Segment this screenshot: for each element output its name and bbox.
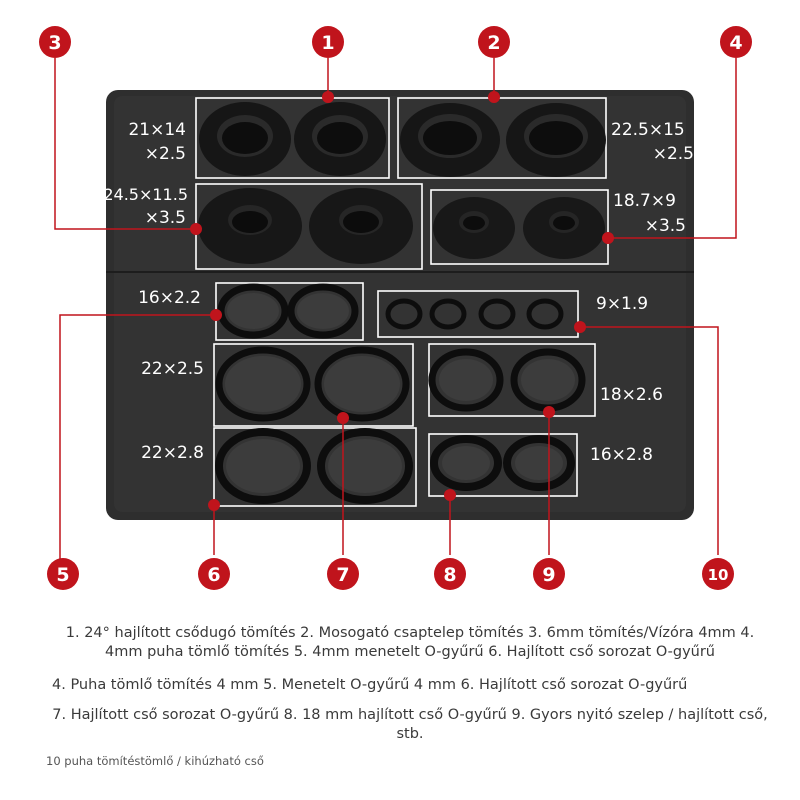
box-4 (430, 189, 609, 265)
caption-line-3: 7. Hajlított cső sorozat O-gyűrű 8. 18 m… (52, 707, 768, 742)
leader-dots (190, 91, 614, 511)
box-6 (213, 427, 417, 507)
badge-3: 3 (39, 26, 71, 58)
badge-6-label: 6 (207, 564, 220, 586)
size-labels: 21×14 ×2.5 22.5×15 ×2.5 24.5×11.5 ×3.5 1… (103, 120, 694, 465)
badge-5: 5 (47, 558, 79, 590)
badge-9-label: 9 (542, 564, 555, 586)
leader-lines (54, 58, 737, 575)
box-10 (377, 290, 579, 338)
size-label-1a: 21×14 (128, 120, 186, 140)
size-label-4b: ×3.5 (645, 216, 686, 236)
badge-4-label: 4 (729, 32, 742, 54)
size-label-8: 16×2.8 (590, 445, 653, 465)
caption-line-1: 1. 24° hajlított csődugó tömítés 2. Moso… (65, 625, 755, 660)
badge-6: 6 (198, 558, 230, 590)
badge-1-label: 1 (321, 32, 334, 54)
o-rings (215, 283, 586, 504)
caption-line-4: 10 puha tömítéstömlő / kihúzható cső (46, 754, 264, 768)
box-2 (397, 97, 607, 179)
badge-8: 8 (434, 558, 466, 590)
badge-2: 2 (478, 26, 510, 58)
badge-3-label: 3 (48, 32, 61, 54)
badge-9: 9 (533, 558, 565, 590)
badge-7: 7 (327, 558, 359, 590)
size-label-10: 9×1.9 (596, 294, 648, 314)
caption-line-2: 4. Puha tömlő tömítés 4 mm 5. Menetelt O… (52, 677, 688, 693)
box-1 (195, 97, 390, 179)
size-label-2b: ×2.5 (653, 144, 694, 164)
size-label-3b: ×3.5 (145, 208, 186, 228)
badge-1: 1 (312, 26, 344, 58)
badge-10-label: 10 (708, 566, 729, 584)
size-label-9: 18×2.6 (600, 385, 663, 405)
badge-4: 4 (720, 26, 752, 58)
product-diagram: 1 2 3 4 5 6 7 8 9 10 21×14 ×2.5 22.5×15 … (39, 26, 752, 590)
size-label-1b: ×2.5 (145, 144, 186, 164)
badge-10: 10 (702, 558, 734, 590)
size-label-5: 16×2.2 (138, 288, 201, 308)
box-7 (213, 343, 414, 427)
badge-2-label: 2 (487, 32, 500, 54)
flat-gaskets (198, 102, 606, 264)
size-label-3a: 24.5×11.5 (103, 185, 188, 204)
box-8 (428, 433, 578, 497)
badge-8-label: 8 (443, 564, 456, 586)
badge-7-label: 7 (336, 564, 349, 586)
size-label-4a: 18.7×9 (613, 191, 676, 211)
size-label-7: 22×2.5 (141, 359, 204, 379)
size-label-2a: 22.5×15 (611, 120, 685, 140)
size-label-6: 22×2.8 (141, 443, 204, 463)
badge-5-label: 5 (56, 564, 69, 586)
